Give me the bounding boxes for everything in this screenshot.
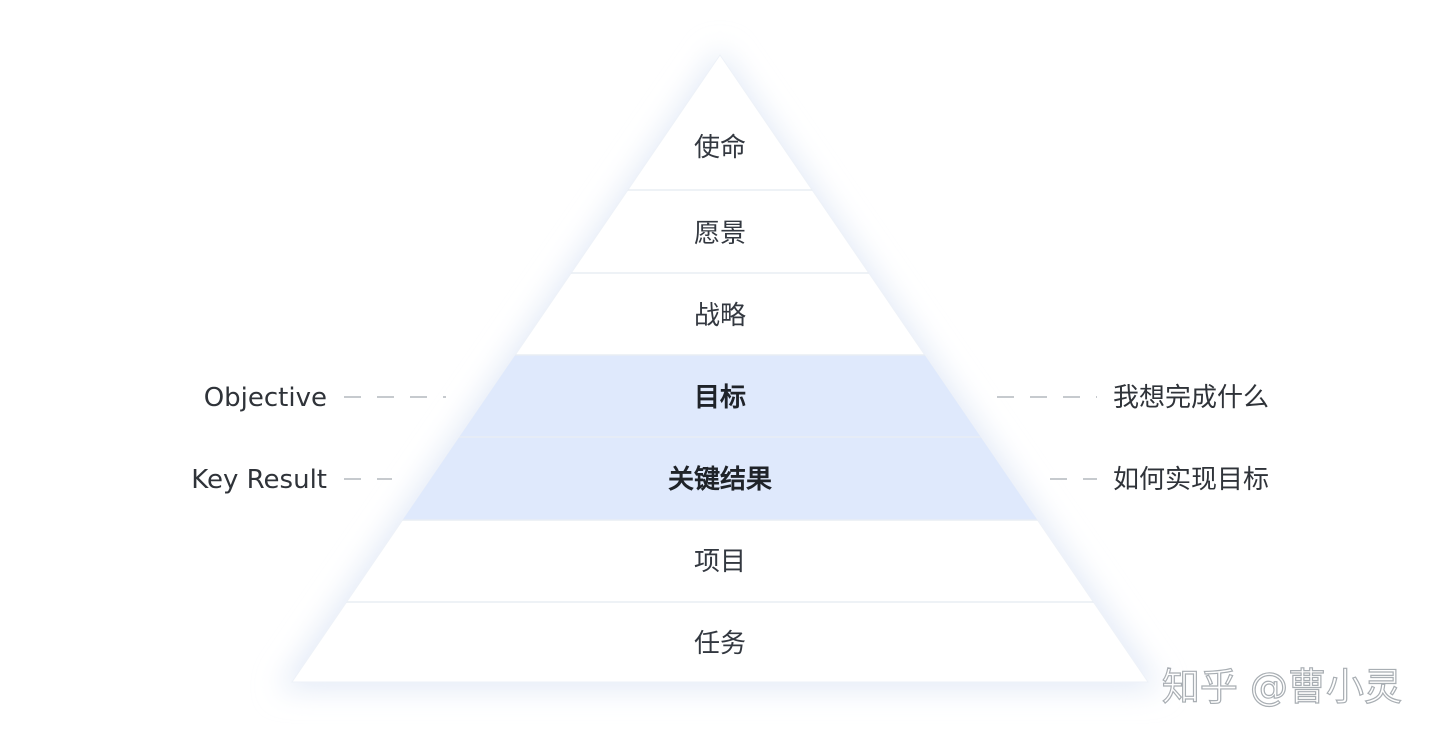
layer-label-mission: 使命 [694,133,746,163]
layer-label-strategy: 战略 [694,301,746,331]
layer-label-vision: 愿景 [694,219,746,249]
annotation-left-key-result: Key Result [191,465,327,495]
layer-label-task: 任务 [694,629,746,659]
annotation-right-objective: 我想完成什么 [1113,383,1269,413]
watermark: 知乎 @曹小灵 [1162,665,1402,709]
layer-label-key-result: 关键结果 [668,464,772,495]
annotation-right-key-result: 如何实现目标 [1113,465,1269,495]
annotation-left-objective: Objective [204,383,327,413]
layer-label-objective: 目标 [694,383,746,413]
layer-label-project: 项目 [694,547,746,577]
